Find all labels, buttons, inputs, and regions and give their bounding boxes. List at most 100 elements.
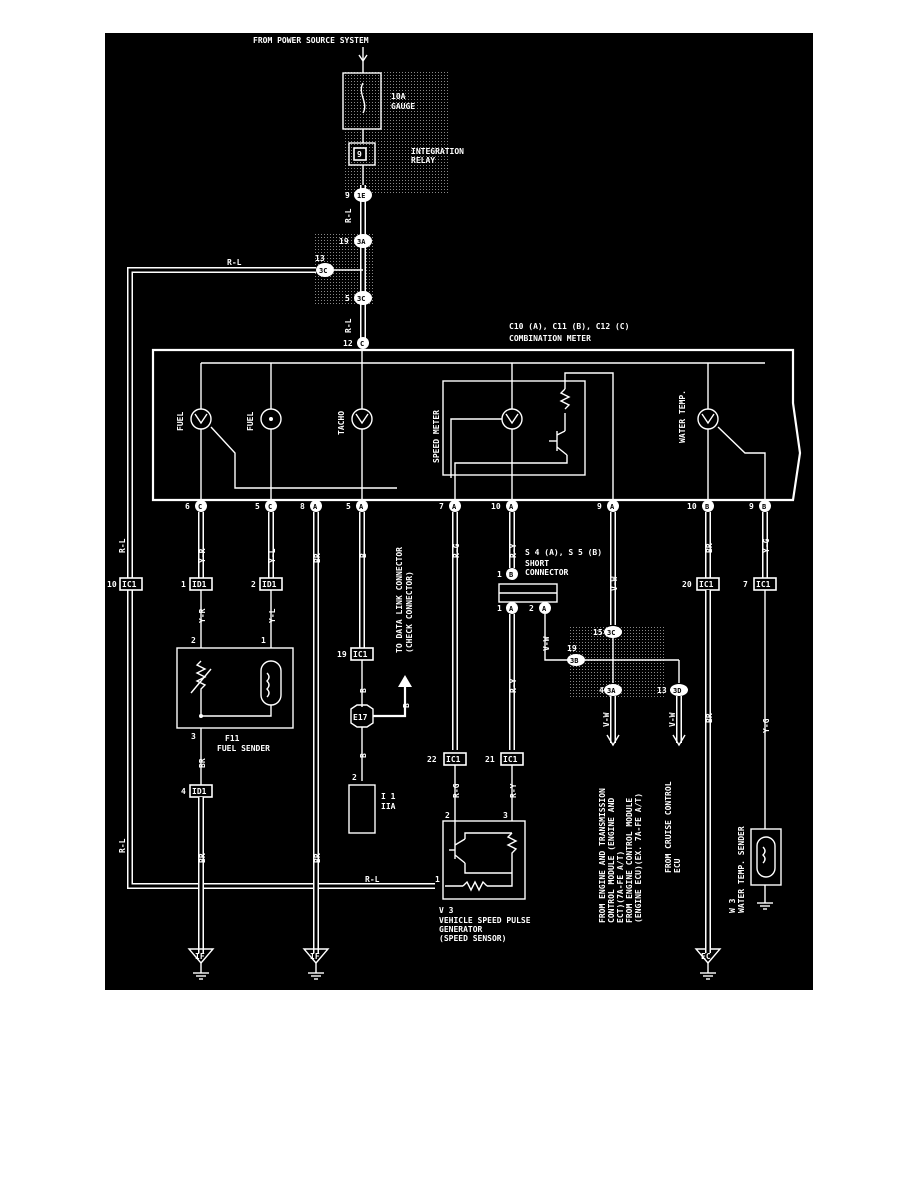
svg-text:CONTROL MODULE (ENGINE AND: CONTROL MODULE (ENGINE AND bbox=[607, 798, 616, 923]
svg-text:FROM CRUISE CONTROL: FROM CRUISE CONTROL bbox=[664, 781, 673, 873]
svg-text:C: C bbox=[198, 503, 202, 511]
svg-text:B: B bbox=[359, 553, 368, 558]
svg-text:20: 20 bbox=[682, 580, 692, 589]
svg-text:21: 21 bbox=[485, 755, 495, 764]
svg-text:B: B bbox=[509, 571, 513, 579]
svg-text:F11: F11 bbox=[225, 734, 240, 743]
connector-1e bbox=[354, 188, 372, 202]
svg-text:7: 7 bbox=[439, 502, 444, 511]
svg-text:A: A bbox=[452, 503, 457, 511]
svg-text:I 1: I 1 bbox=[381, 792, 396, 801]
svg-text:ID1: ID1 bbox=[192, 787, 207, 796]
svg-text:EC: EC bbox=[701, 952, 711, 961]
svg-text:V-W: V-W bbox=[610, 576, 619, 591]
fuse-label-1: 10A bbox=[391, 92, 406, 101]
svg-text:V-W: V-W bbox=[602, 712, 611, 727]
svg-text:1: 1 bbox=[435, 875, 440, 884]
svg-text:WATER TEMP. SENDER: WATER TEMP. SENDER bbox=[737, 826, 746, 913]
svg-text:10: 10 bbox=[107, 580, 117, 589]
svg-text:IF: IF bbox=[195, 952, 205, 961]
svg-text:2: 2 bbox=[352, 773, 357, 782]
fuse-label-2: GAUGE bbox=[391, 102, 415, 111]
svg-text:A: A bbox=[610, 503, 615, 511]
svg-text:BR: BR bbox=[705, 543, 714, 553]
tacho-gauge: TACHO bbox=[337, 349, 373, 500]
svg-text:E17: E17 bbox=[353, 713, 368, 722]
svg-text:BR: BR bbox=[705, 713, 714, 723]
combination-meter-box bbox=[151, 348, 802, 502]
svg-text:R-Y: R-Y bbox=[509, 678, 518, 693]
meter-pins: C 6 C 5 A 8 A 5 A 7 A 10 A 9 B 10 B 9 bbox=[185, 500, 771, 512]
svg-text:B: B bbox=[705, 503, 709, 511]
connector-3a bbox=[354, 234, 372, 248]
svg-text:BR: BR bbox=[198, 758, 207, 768]
wiring-diagram: FROM POWER SOURCE SYSTEM 10A GAUGE 9 INT… bbox=[105, 33, 813, 990]
svg-text:22: 22 bbox=[427, 755, 437, 764]
svg-text:SPEED METER: SPEED METER bbox=[432, 410, 441, 463]
svg-text:VEHICLE SPEED PULSE: VEHICLE SPEED PULSE bbox=[439, 916, 531, 925]
svg-text:12: 12 bbox=[343, 339, 353, 348]
svg-text:R-L: R-L bbox=[227, 258, 242, 267]
svg-text:FUEL: FUEL bbox=[176, 412, 185, 431]
short-connector-label-2: SHORT bbox=[525, 559, 549, 568]
svg-text:A: A bbox=[542, 605, 547, 613]
svg-text:C: C bbox=[268, 503, 272, 511]
svg-text:B: B bbox=[762, 503, 766, 511]
water-temp-gauge: WATER TEMP. bbox=[678, 363, 766, 500]
cruise-label: FROM CRUISE CONTROL ECU bbox=[664, 781, 682, 873]
arrow-down-icon bbox=[358, 54, 368, 63]
svg-text:3C: 3C bbox=[357, 295, 365, 303]
svg-text:10: 10 bbox=[687, 502, 697, 511]
svg-text:3C: 3C bbox=[607, 629, 615, 637]
svg-text:V 3: V 3 bbox=[439, 906, 454, 915]
svg-text:4: 4 bbox=[181, 787, 186, 796]
water-temp-sender: W 3 WATER TEMP. SENDER bbox=[728, 826, 782, 913]
meter-header-2: COMBINATION METER bbox=[509, 334, 591, 343]
svg-text:15: 15 bbox=[593, 628, 603, 637]
svg-text:1: 1 bbox=[261, 636, 266, 645]
ground-if-1: IF bbox=[187, 948, 215, 980]
svg-text:IIA: IIA bbox=[381, 802, 396, 811]
svg-text:13: 13 bbox=[315, 254, 325, 263]
svg-text:6: 6 bbox=[185, 502, 190, 511]
relay-label-1: INTEGRATION bbox=[411, 147, 464, 156]
speed-meter: SPEED METER bbox=[432, 363, 614, 500]
svg-text:4: 4 bbox=[599, 686, 604, 695]
svg-text:FUEL SENDER: FUEL SENDER bbox=[217, 744, 270, 753]
svg-text:IC1: IC1 bbox=[446, 755, 461, 764]
svg-text:Y-R: Y-R bbox=[198, 548, 207, 563]
svg-text:V-W: V-W bbox=[668, 712, 677, 727]
ground-ec: EC bbox=[694, 948, 722, 980]
svg-text:5: 5 bbox=[345, 294, 350, 303]
vehicle-speed-sensor: 2 3 1 V 3 VEHICLE SPEED PULSE GENERATOR … bbox=[435, 811, 531, 943]
svg-text:IC1: IC1 bbox=[122, 580, 137, 589]
svg-text:FROM ENGINE CONTROL MODULE: FROM ENGINE CONTROL MODULE bbox=[625, 798, 634, 923]
ground-if-2: IF bbox=[302, 948, 330, 980]
fuel-sender bbox=[176, 647, 294, 729]
connector-3a-4 bbox=[604, 684, 622, 696]
svg-text:3C: 3C bbox=[319, 267, 327, 275]
svg-text:R-L: R-L bbox=[365, 875, 380, 884]
svg-text:ECT)(7A-FE A/T): ECT)(7A-FE A/T) bbox=[616, 851, 625, 923]
connector-3b bbox=[567, 654, 585, 666]
arrow-up-icon bbox=[398, 675, 412, 687]
arrow-down-icon bbox=[672, 734, 686, 747]
connector-3d bbox=[670, 684, 688, 696]
svg-text:3: 3 bbox=[191, 732, 196, 741]
dlc-label-1: TO DATA LINK CONNECTOR bbox=[395, 547, 404, 653]
svg-text:3B: 3B bbox=[570, 657, 578, 665]
svg-text:V-W: V-W bbox=[542, 636, 551, 651]
svg-text:10: 10 bbox=[491, 502, 501, 511]
svg-text:BR: BR bbox=[313, 553, 322, 563]
relay-pin-box bbox=[353, 147, 367, 161]
connector-e17 bbox=[350, 704, 374, 728]
svg-text:3D: 3D bbox=[673, 687, 681, 695]
connector-3c-15 bbox=[604, 626, 622, 638]
wire-to-dlc bbox=[373, 685, 407, 718]
svg-text:B: B bbox=[359, 753, 368, 758]
svg-text:GENERATOR: GENERATOR bbox=[439, 925, 483, 934]
svg-text:13: 13 bbox=[657, 686, 667, 695]
svg-text:WATER TEMP.: WATER TEMP. bbox=[678, 390, 687, 443]
svg-text:A: A bbox=[359, 503, 364, 511]
short-connector-label-1: S 4 (A), S 5 (B) bbox=[525, 548, 602, 557]
